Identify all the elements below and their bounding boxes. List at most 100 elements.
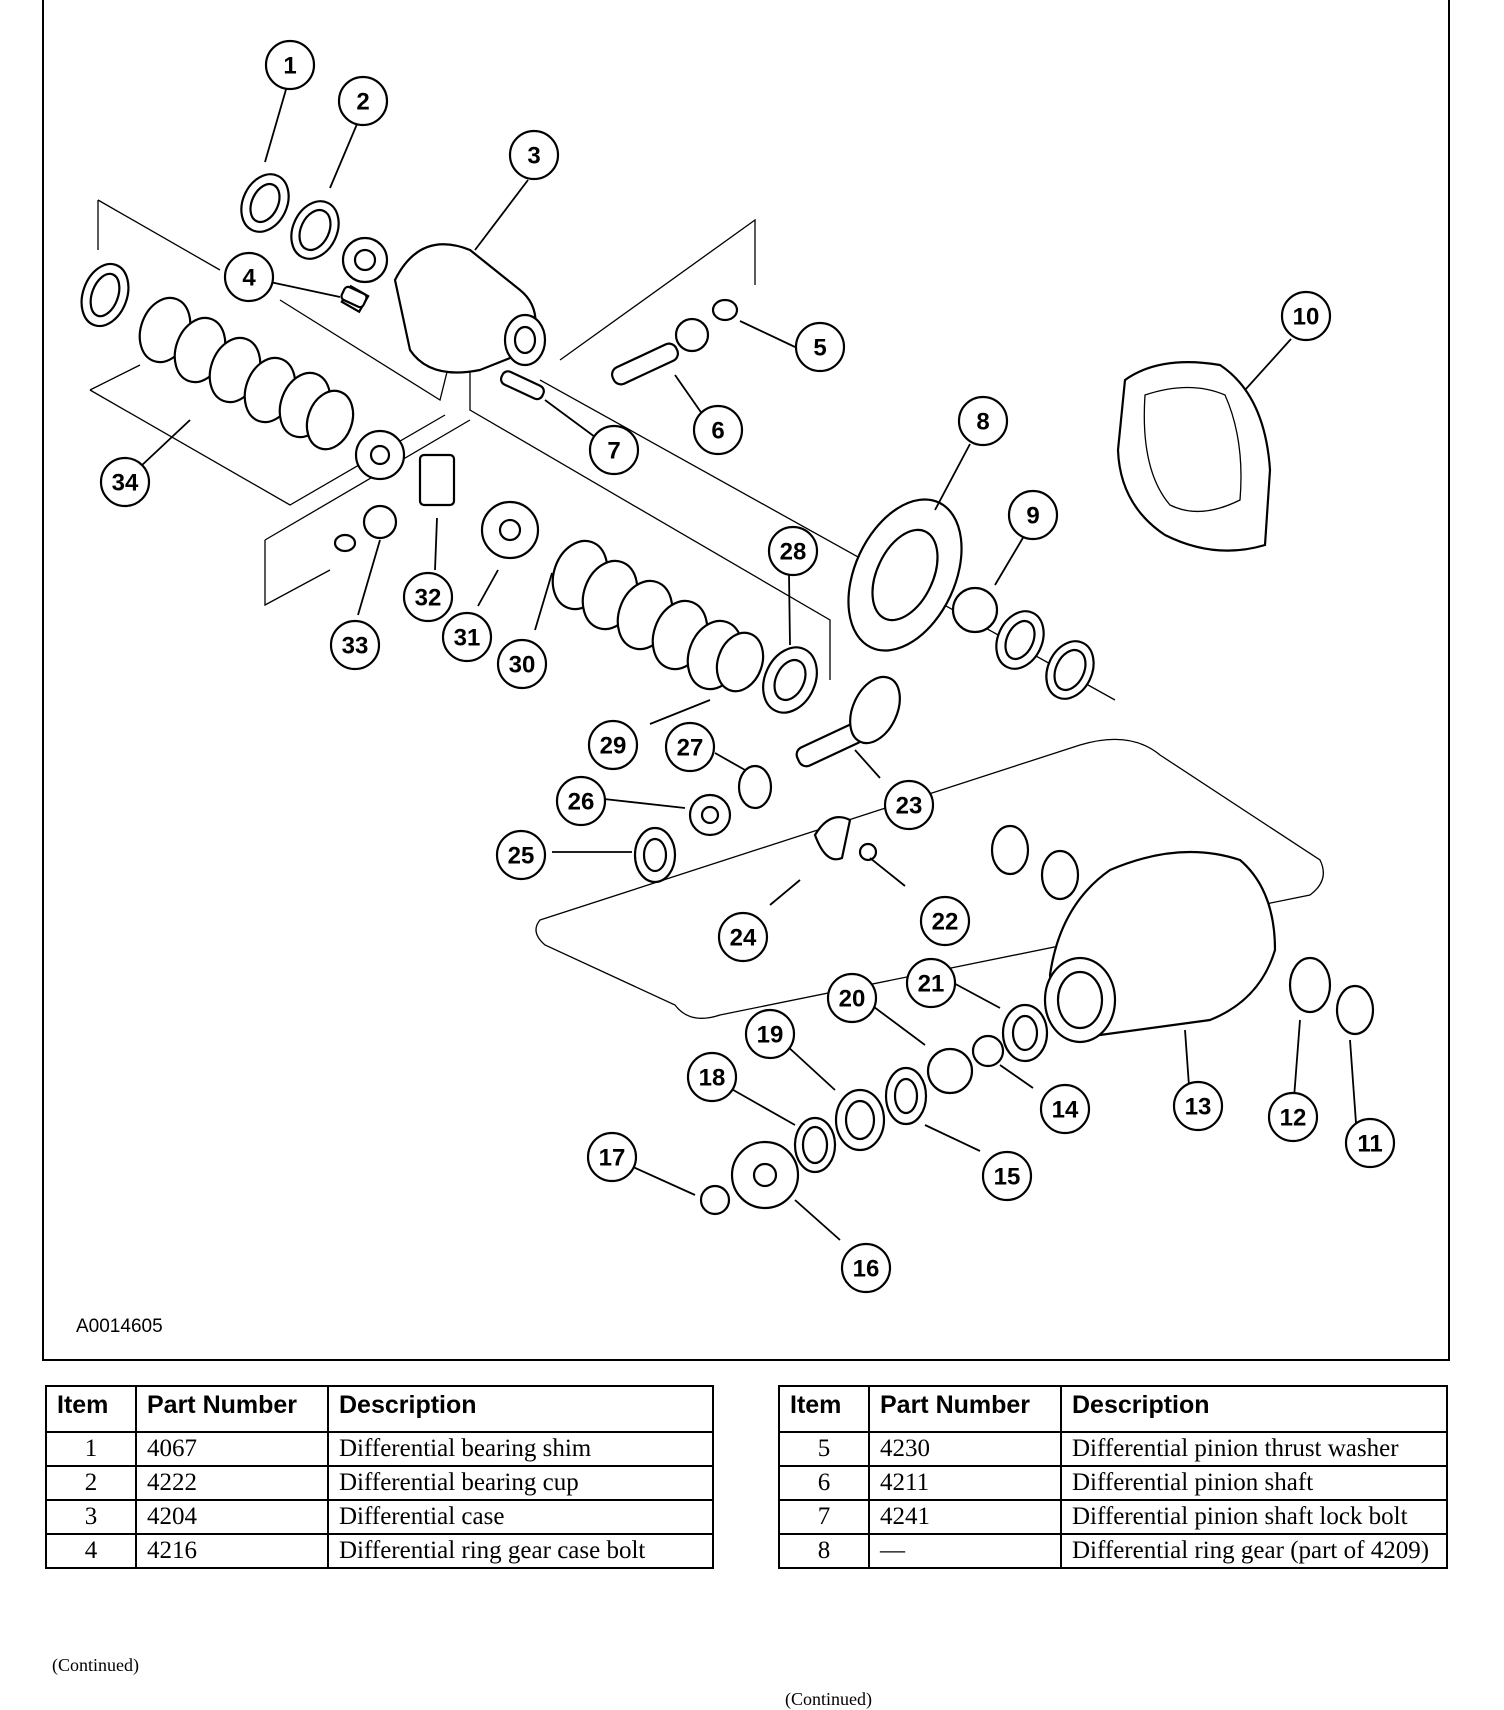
- svg-text:20: 20: [839, 986, 866, 1013]
- cell-item: 2: [45, 1465, 137, 1501]
- table-header-row: Item Part Number Description: [778, 1385, 1448, 1433]
- svg-text:3: 3: [527, 143, 540, 170]
- svg-text:6: 6: [711, 418, 724, 445]
- callout-30: 30: [496, 638, 548, 690]
- callout-27: 27: [664, 721, 716, 773]
- svg-text:2: 2: [356, 89, 369, 116]
- svg-text:1: 1: [283, 53, 296, 80]
- cell-desc: Differential pinion shaft lock bolt: [1060, 1499, 1448, 1535]
- cell-item: 7: [778, 1499, 870, 1535]
- svg-text:33: 33: [342, 633, 369, 660]
- callout-22: 22: [919, 895, 971, 947]
- callout-15: 15: [981, 1150, 1033, 1202]
- cell-item: 5: [778, 1431, 870, 1467]
- callout-21: 21: [905, 957, 957, 1009]
- callout-17: 17: [586, 1131, 638, 1183]
- callout-24: 24: [717, 911, 769, 963]
- svg-text:30: 30: [509, 652, 536, 679]
- callout-9: 9: [1007, 489, 1059, 541]
- callout-32: 32: [402, 571, 454, 623]
- table-row: 3 4204 Differential case: [45, 1499, 714, 1535]
- svg-text:13: 13: [1185, 1094, 1212, 1121]
- svg-text:15: 15: [994, 1164, 1021, 1191]
- cell-part: —: [868, 1533, 1062, 1569]
- callout-33: 33: [329, 619, 381, 671]
- svg-text:34: 34: [112, 470, 139, 497]
- cell-desc: Differential pinion thrust washer: [1060, 1431, 1448, 1467]
- cell-desc: Differential ring gear (part of 4209): [1060, 1533, 1448, 1569]
- cell-part: 4216: [135, 1533, 329, 1569]
- callout-20: 20: [826, 972, 878, 1024]
- callout-11: 11: [1344, 1117, 1396, 1169]
- header-description: Description: [1060, 1385, 1448, 1433]
- svg-text:4: 4: [242, 265, 256, 292]
- callout-8: 8: [957, 395, 1009, 447]
- svg-text:12: 12: [1280, 1105, 1307, 1132]
- callout-29: 29: [587, 719, 639, 771]
- header-item: Item: [778, 1385, 870, 1433]
- callout-5: 5: [794, 321, 846, 373]
- svg-text:9: 9: [1026, 503, 1039, 530]
- callout-3: 3: [508, 129, 560, 181]
- cell-desc: Differential bearing shim: [327, 1431, 714, 1467]
- callout-16: 16: [840, 1242, 892, 1294]
- table-row: 4 4216 Differential ring gear case bolt: [45, 1533, 714, 1569]
- cell-item: 6: [778, 1465, 870, 1501]
- svg-text:31: 31: [454, 625, 481, 652]
- svg-text:23: 23: [896, 793, 923, 820]
- table-row: 8 — Differential ring gear (part of 4209…: [778, 1533, 1448, 1569]
- svg-text:19: 19: [757, 1022, 784, 1049]
- svg-text:25: 25: [508, 843, 535, 870]
- callout-10: 10: [1280, 290, 1332, 342]
- cell-desc: Differential bearing cup: [327, 1465, 714, 1501]
- svg-text:10: 10: [1293, 304, 1320, 331]
- svg-text:14: 14: [1052, 1097, 1079, 1124]
- cell-part: 4241: [868, 1499, 1062, 1535]
- callout-28: 28: [767, 525, 819, 577]
- cell-desc: Differential case: [327, 1499, 714, 1535]
- callout-13: 13: [1172, 1080, 1224, 1132]
- svg-text:27: 27: [677, 735, 704, 762]
- callout-23: 23: [883, 779, 935, 831]
- svg-text:26: 26: [568, 789, 595, 816]
- callout-26: 26: [555, 775, 607, 827]
- callout-14: 14: [1039, 1083, 1091, 1135]
- svg-text:17: 17: [599, 1145, 626, 1172]
- svg-text:18: 18: [699, 1065, 726, 1092]
- svg-text:11: 11: [1357, 1131, 1382, 1158]
- table-row: 5 4230 Differential pinion thrust washer: [778, 1431, 1448, 1467]
- callout-7: 7: [588, 424, 640, 476]
- cell-part: 4204: [135, 1499, 329, 1535]
- callout-labels: 1 2 3 4 5 6 7 8 9 10 11 12 13 14 15 16 1…: [99, 39, 1396, 1294]
- header-part-number: Part Number: [135, 1385, 329, 1433]
- figure-id: A0014605: [76, 1316, 163, 1337]
- header-part-number: Part Number: [868, 1385, 1062, 1433]
- svg-text:24: 24: [730, 925, 757, 952]
- svg-text:16: 16: [853, 1256, 880, 1283]
- parts-table-left: Item Part Number Description 1 4067 Diff…: [45, 1385, 714, 1569]
- cell-part: 4211: [868, 1465, 1062, 1501]
- header-item: Item: [45, 1385, 137, 1433]
- svg-text:5: 5: [813, 335, 826, 362]
- table-row: 2 4222 Differential bearing cup: [45, 1465, 714, 1501]
- cell-item: 1: [45, 1431, 137, 1467]
- cell-desc: Differential pinion shaft: [1060, 1465, 1448, 1501]
- parts-table-right: Item Part Number Description 5 4230 Diff…: [778, 1385, 1448, 1569]
- svg-text:7: 7: [607, 438, 620, 465]
- continued-note-left: (Continued): [52, 1655, 139, 1675]
- callout-25: 25: [495, 829, 547, 881]
- header-description: Description: [327, 1385, 714, 1433]
- cell-desc: Differential ring gear case bolt: [327, 1533, 714, 1569]
- leader-lines: [139, 85, 1357, 1241]
- cell-item: 3: [45, 1499, 137, 1535]
- table-row: 7 4241 Differential pinion shaft lock bo…: [778, 1499, 1448, 1535]
- svg-text:21: 21: [918, 971, 945, 998]
- callout-2: 2: [337, 75, 389, 127]
- callout-6: 6: [692, 404, 744, 456]
- table-row: 6 4211 Differential pinion shaft: [778, 1465, 1448, 1501]
- diagram-frame: [42, 0, 1450, 1361]
- cell-part: 4067: [135, 1431, 329, 1467]
- callout-34: 34: [99, 456, 151, 508]
- callout-1: 1: [264, 39, 316, 91]
- svg-text:28: 28: [780, 539, 807, 566]
